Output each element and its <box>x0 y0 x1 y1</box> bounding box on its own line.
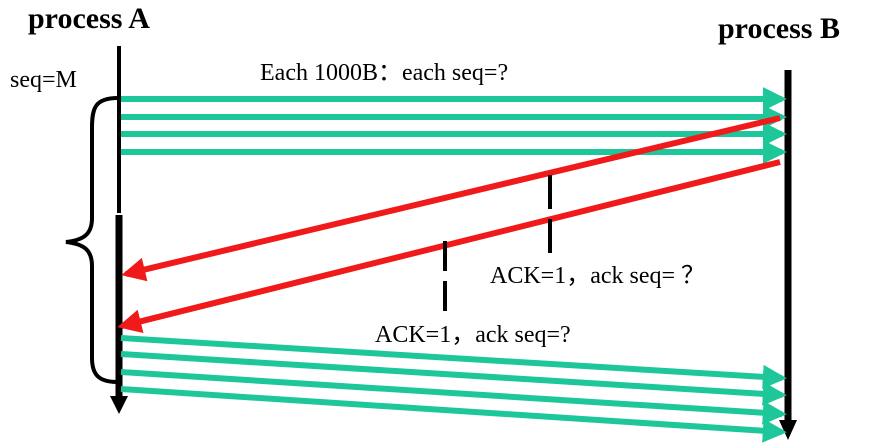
data-segment-8 <box>120 386 787 443</box>
data-segment-7 <box>120 369 787 425</box>
data-segment-6 <box>120 351 787 406</box>
ack-1-label: ACK=1，ack seq= ？ <box>490 263 705 289</box>
process-a-label: process A <box>28 2 150 35</box>
curly-brace <box>65 96 119 384</box>
process-a-timeline-arrow <box>110 396 128 414</box>
data-segment-5 <box>120 335 787 389</box>
ack-segment-2 <box>117 159 781 334</box>
segments-note: Each 1000B：each seq=? <box>260 60 508 86</box>
ack-segment-1 <box>121 115 781 282</box>
ack-2-label: ACK=1，ack seq=? <box>375 322 571 348</box>
seq-start-label: seq=M <box>10 67 77 93</box>
process-b-label: process B <box>718 12 840 45</box>
